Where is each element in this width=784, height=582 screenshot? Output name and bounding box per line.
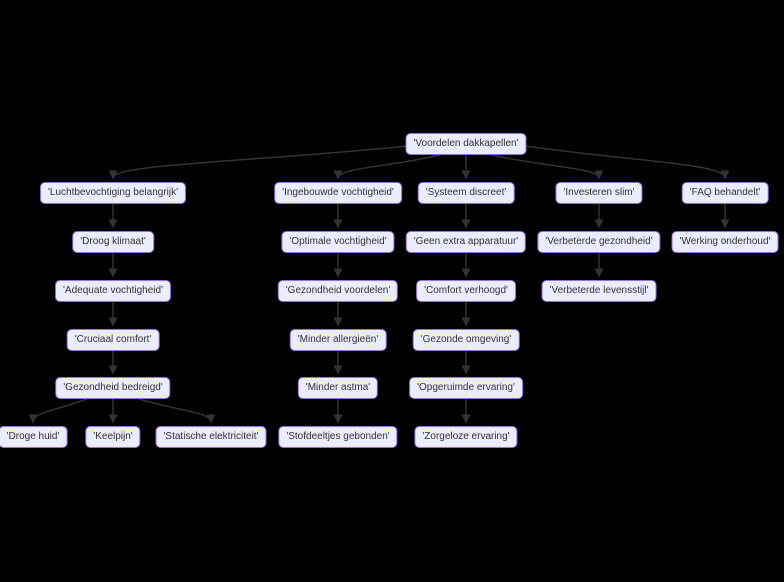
node-root: 'Voordelen dakkapellen' (405, 133, 527, 155)
node-a5: 'Gezondheid bedreigd' (55, 377, 171, 399)
node-b3: 'Gezondheid voordelen' (277, 280, 399, 302)
node-b6: 'Stofdeeltjes gebonden' (278, 426, 398, 448)
node-c1: 'Systeem discreet' (417, 182, 515, 204)
node-d3: 'Verbeterde levensstijl' (541, 280, 657, 302)
edge-a5-a6 (28, 398, 88, 424)
node-e2: 'Werking onderhoud' (671, 231, 779, 253)
edge-root-e1 (526, 145, 730, 180)
node-c6: 'Zorgeloze ervaring' (414, 426, 518, 448)
edge-a5-a8 (138, 398, 216, 424)
node-a1: 'Luchtbevochtiging belangrijk' (39, 182, 187, 204)
node-a7: 'Keelpijn' (85, 426, 141, 448)
node-c2: 'Geen extra apparatuur' (405, 231, 527, 253)
node-e1: 'FAQ behandelt' (681, 182, 769, 204)
edge-root-a1 (108, 145, 406, 180)
node-b5: 'Minder astma' (297, 377, 379, 399)
node-c3: 'Comfort verhoogd' (416, 280, 516, 302)
node-d1: 'Investeren slim' (555, 182, 643, 204)
node-b2: 'Optimale vochtigheid' (281, 231, 395, 253)
node-a2: 'Droog klimaat' (72, 231, 154, 253)
node-a3: 'Adequate vochtigheid' (54, 280, 172, 302)
node-c5: 'Opgeruimde ervaring' (409, 377, 523, 399)
node-c4: 'Gezonde omgeving' (412, 329, 520, 351)
node-a8: 'Statische elektriciteit' (155, 426, 267, 448)
node-a4: 'Cruciaal comfort' (66, 329, 160, 351)
node-a6: 'Droge huid' (0, 426, 68, 448)
node-b4: 'Minder allergieën' (289, 329, 387, 351)
node-d2: 'Verbeterde gezondheid' (537, 231, 661, 253)
edge-root-b1 (333, 154, 441, 180)
edge-root-d1 (491, 154, 604, 180)
node-b1: 'Ingebouwde vochtigheid' (274, 182, 402, 204)
